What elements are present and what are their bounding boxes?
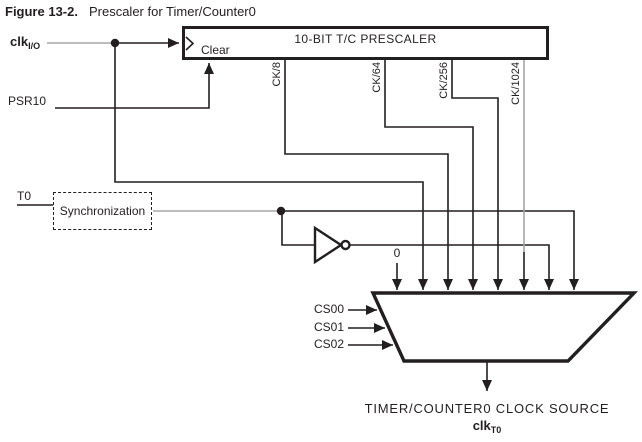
clkio-base: clk bbox=[10, 34, 29, 49]
wire-psr10 bbox=[55, 63, 214, 109]
figure-number: Figure 13-2. bbox=[5, 4, 78, 19]
clock-edge-icon bbox=[185, 36, 195, 51]
clkt0-label: clkT0 bbox=[437, 418, 537, 435]
wire-ck64 bbox=[384, 60, 478, 290]
figure-caption: Prescaler for Timer/Counter0 bbox=[88, 4, 256, 19]
cs01-label: CS01 bbox=[313, 320, 344, 334]
tap-label-ck8: CK/8 bbox=[271, 62, 283, 87]
wire-inverter-out bbox=[350, 244, 554, 290]
clkt0-base: clk bbox=[472, 418, 491, 433]
tap-label-ck1024: CK/1024 bbox=[510, 62, 522, 105]
sync-label: Synchronization bbox=[59, 204, 146, 218]
wire-ck8 bbox=[284, 60, 453, 290]
wire-inverter-branch bbox=[281, 211, 314, 246]
inverter-bubble bbox=[340, 239, 351, 251]
inverter-gate bbox=[313, 225, 344, 265]
sync-box: Synchronization bbox=[53, 192, 152, 230]
tap-label-ck256: CK/256 bbox=[438, 62, 450, 99]
psr10-label: PSR10 bbox=[8, 94, 47, 108]
clkio-label: clkI/O bbox=[10, 34, 40, 51]
output-caption: TIMER/COUNTER0 CLOCK SOURCE bbox=[364, 401, 610, 416]
clkio-sub: I/O bbox=[28, 41, 41, 51]
prescaler-title: 10-BIT T/C PRESCALER bbox=[294, 32, 437, 46]
wire-ck256 bbox=[451, 60, 503, 290]
figure-title: Figure 13-2. Prescaler for Timer/Counter0 bbox=[5, 4, 256, 19]
tap-label-ck64: CK/64 bbox=[371, 62, 383, 93]
prescaler-box: 10-BIT T/C PRESCALER Clear bbox=[182, 26, 549, 60]
zero-label: 0 bbox=[393, 246, 401, 260]
clkt0-sub: T0 bbox=[490, 425, 502, 435]
wire-sync-route bbox=[281, 210, 579, 290]
cs02-label: CS02 bbox=[313, 337, 344, 351]
mux-shape bbox=[370, 291, 639, 363]
cs00-label: CS00 bbox=[313, 302, 344, 316]
t0-label: T0 bbox=[17, 189, 32, 203]
clear-label: Clear bbox=[201, 43, 230, 57]
wire-clkio-route bbox=[114, 43, 428, 290]
